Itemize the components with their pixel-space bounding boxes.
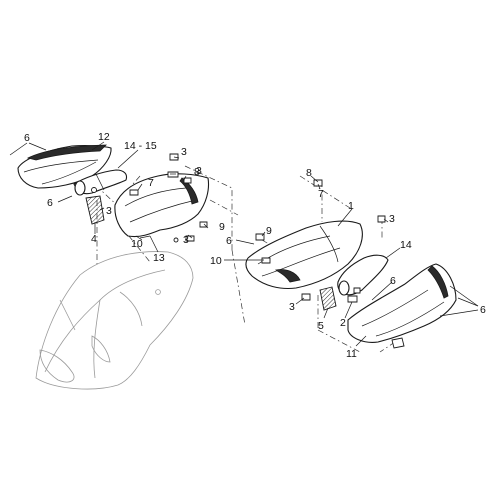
front-fairing [35, 251, 194, 390]
callout-1: 1 [348, 200, 354, 212]
part-5-grille-right [319, 286, 337, 311]
part-11-side-cover-right [347, 263, 457, 349]
part-13-inner-panel-left [114, 173, 210, 239]
callout-3-c: 3 [106, 205, 112, 217]
callout-labels: 6 12 14 - 15 3 8 3 7 6 3 4 10 13 9 3 8 7… [24, 131, 486, 360]
callout-7-b: 7 [318, 188, 324, 200]
callout-8-b: 8 [306, 167, 312, 179]
callout-6-left: 6 [47, 197, 53, 209]
callout-4: 4 [91, 233, 97, 245]
callout-3-d: 3 [183, 234, 189, 246]
callout-10-a: 10 [131, 238, 143, 250]
callout-14: 14 [400, 239, 412, 251]
part-14-duct-right [337, 254, 389, 296]
callout-9-b: 9 [266, 225, 272, 237]
callout-12: 12 [98, 131, 110, 143]
hardware-fasteners [91, 153, 386, 303]
callout-3-a: 3 [181, 146, 187, 158]
callout-6-right: 6 [480, 304, 486, 316]
callout-5: 5 [318, 320, 324, 332]
part-4-grille-left [85, 195, 105, 225]
part-14-15-duct-left [73, 169, 128, 196]
callout-3-f: 3 [289, 301, 295, 313]
callout-2: 2 [340, 317, 346, 329]
callout-11: 11 [346, 348, 357, 360]
callout-9-a: 9 [219, 221, 225, 233]
callout-6-r: 6 [390, 275, 396, 287]
callout-6-mid: 6 [226, 235, 232, 247]
callout-8-a: 8 [194, 166, 200, 178]
leader-lines [9, 141, 479, 347]
callout-6-top: 6 [24, 132, 30, 144]
callout-3-e: 3 [389, 213, 395, 225]
callout-7-a: 7 [148, 177, 154, 189]
callout-13: 13 [153, 252, 165, 264]
callout-10-b: 10 [210, 255, 222, 267]
callout-14-15: 14 - 15 [124, 140, 157, 152]
callout-3-b: 3 [196, 165, 202, 177]
part-1-inner-panel-right [245, 220, 363, 290]
